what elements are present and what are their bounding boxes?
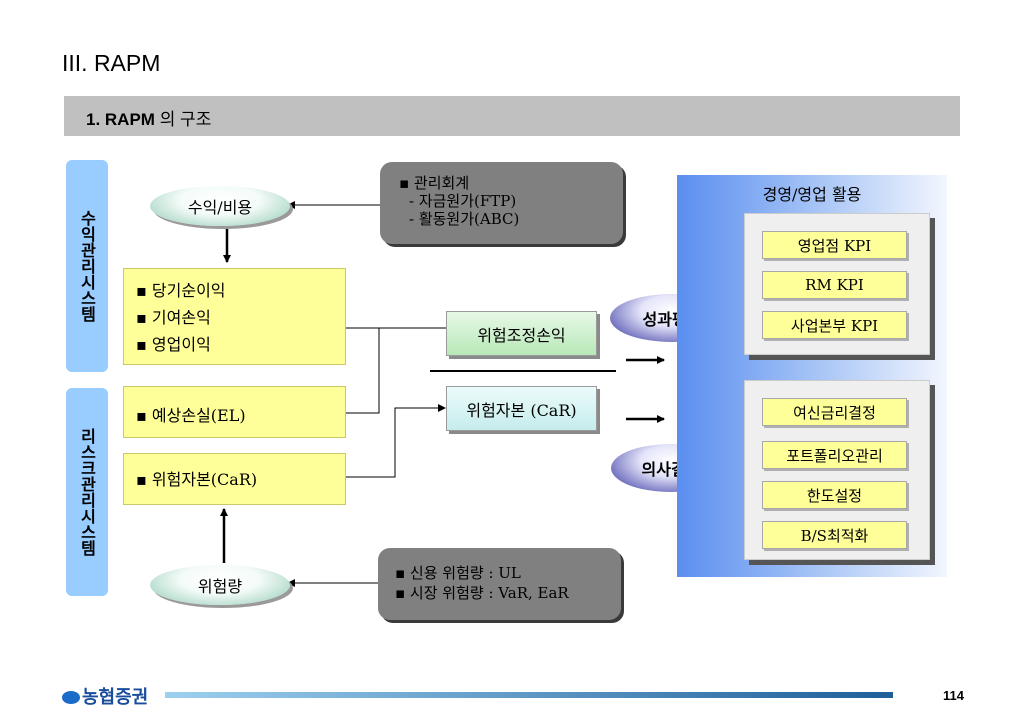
section-title-rest: 의 구조: [154, 110, 212, 129]
profit-system-label: 수익관리시스템: [77, 210, 97, 322]
risk-adjusted-profit-box: 위험조정손익: [446, 311, 597, 356]
profit-system-band: 수익관리시스템: [66, 160, 108, 372]
kpi-item: RM KPI: [762, 271, 907, 299]
kpi-group: 영업점 KPI RM KPI 사업본부 KPI: [744, 213, 930, 355]
risk-system-label: 리스크관리시스템: [77, 428, 97, 556]
management-accounting-box: ▪ 관리회계 - 자금원가(FTP) - 활동원가(ABC): [380, 162, 623, 244]
section-title: 1. RAPM 의 구조: [86, 105, 211, 130]
management-accounting-line3: - 활동원가(ABC): [409, 210, 520, 228]
decision-item: 한도설정: [762, 481, 907, 509]
risk-capital-label: ▪ 위험자본(CaR): [136, 470, 258, 489]
revenue-cost-label: 수익/비용: [187, 198, 253, 217]
company-logo: 농협증권: [62, 683, 148, 709]
footer-rule: [165, 692, 893, 698]
credit-risk-line: ▪ 신용 위험량 : UL: [395, 564, 521, 582]
risk-measure-box: ▪ 신용 위험량 : UL ▪ 시장 위험량 : VaR, EaR: [378, 548, 621, 620]
kpi-item: 영업점 KPI: [762, 231, 907, 259]
expected-loss-box: ▪ 예상손실(EL): [123, 386, 346, 438]
usage-panel: 경영/영업 활용 영업점 KPI RM KPI 사업본부 KPI 여신금리결정 …: [677, 175, 947, 577]
page-number: 114: [943, 688, 964, 703]
decision-item: 여신금리결정: [762, 398, 907, 426]
income-item: ▪ 당기순이익: [136, 281, 226, 300]
risk-capital-box: ▪ 위험자본(CaR): [123, 453, 346, 505]
management-accounting-line2: - 자금원가(FTP): [409, 192, 517, 210]
income-item: ▪ 기여손익: [136, 308, 211, 327]
risk-adjusted-profit-label: 위험조정손익: [477, 325, 566, 345]
revenue-cost-ellipse: 수익/비용: [150, 186, 290, 226]
logo-text: 농협증권: [82, 687, 149, 708]
decision-item: 포트폴리오관리: [762, 441, 907, 469]
usage-panel-title: 경영/영업 활용: [762, 185, 862, 204]
income-item: ▪ 영업이익: [136, 335, 211, 354]
kpi-item: 사업본부 KPI: [762, 311, 907, 339]
risk-amount-ellipse: 위험량: [150, 565, 290, 605]
section-title-bold: 1. RAPM: [86, 110, 155, 129]
income-box: ▪ 당기순이익 ▪ 기여손익 ▪ 영업이익: [123, 268, 346, 365]
logo-mark-icon: [62, 691, 80, 704]
risk-capital-car-box: 위험자본 (CaR): [446, 386, 597, 431]
risk-system-band: 리스크관리시스템: [66, 388, 108, 596]
risk-capital-car-label: 위험자본 (CaR): [466, 401, 577, 420]
decision-item: B/S최적화: [762, 521, 907, 549]
expected-loss-label: ▪ 예상손실(EL): [136, 406, 246, 425]
risk-amount-label: 위험량: [197, 577, 243, 596]
management-accounting-line1: ▪ 관리회계: [399, 174, 470, 192]
market-risk-line: ▪ 시장 위험량 : VaR, EaR: [395, 584, 569, 602]
decision-group: 여신금리결정 포트폴리오관리 한도설정 B/S최적화: [744, 380, 930, 560]
section-header: 1. RAPM 의 구조: [64, 96, 960, 136]
slide-title: III. RAPM: [62, 50, 161, 76]
